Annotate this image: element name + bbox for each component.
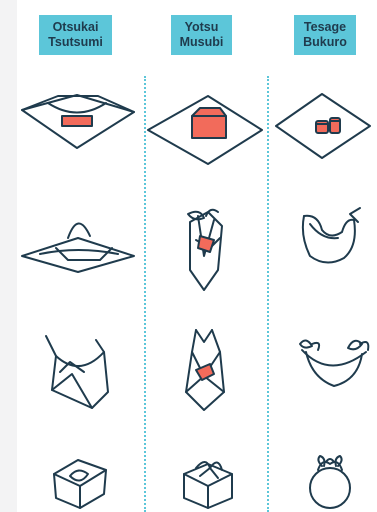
tesage-step-4-icon: [310, 456, 350, 508]
tesage-step-3-icon: [300, 340, 368, 386]
otsukai-step-3-icon: [46, 336, 108, 408]
yotsu-step-3-icon: [186, 330, 224, 410]
yotsu-step-1-icon: [148, 96, 262, 164]
tesage-step-1-icon: [276, 94, 370, 158]
otsukai-step-4-icon: [54, 460, 106, 508]
tesage-step-2-icon: [303, 208, 360, 263]
otsukai-step-2-icon: [22, 223, 134, 272]
yotsu-step-4-icon: [184, 462, 232, 508]
yotsu-step-2-icon: [188, 210, 222, 290]
otsukai-step-1-icon: [22, 95, 134, 148]
